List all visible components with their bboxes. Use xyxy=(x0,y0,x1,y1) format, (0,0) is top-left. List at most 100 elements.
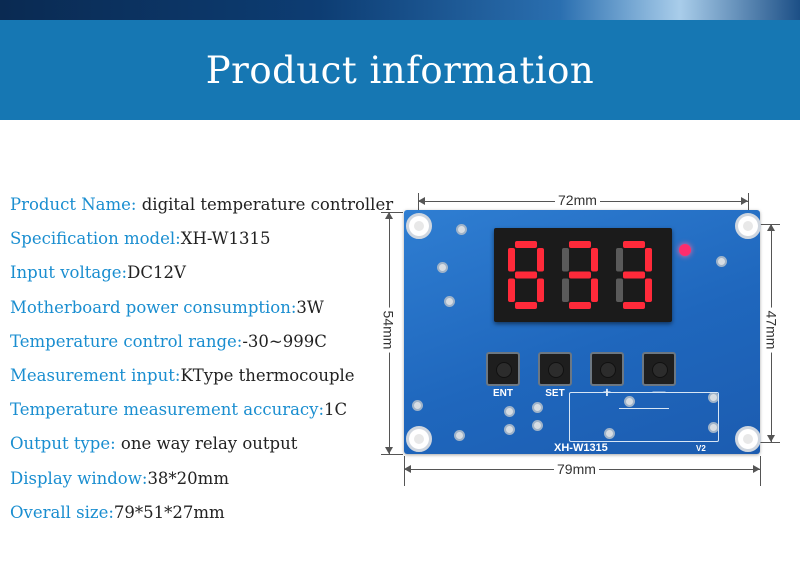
spec-row-model: Specification model:XH-W1315 xyxy=(10,224,420,258)
dimension-label-right: 47mm xyxy=(763,307,780,353)
display-segment-e xyxy=(616,278,623,302)
display-segment-e xyxy=(562,278,569,302)
solder-pad xyxy=(604,428,615,439)
spec-value: -30~999C xyxy=(242,331,327,351)
spec-label: Specification model: xyxy=(10,229,181,249)
relay-symbol xyxy=(619,408,669,428)
arrow-up-icon xyxy=(767,224,775,231)
extension-line xyxy=(760,456,761,486)
solder-pad xyxy=(532,420,543,431)
arrow-left-icon xyxy=(404,465,411,473)
extension-line xyxy=(404,456,405,486)
solder-pad xyxy=(456,224,467,235)
arrow-right-icon xyxy=(741,197,748,205)
extension-line xyxy=(748,193,749,215)
solder-pad xyxy=(444,296,455,307)
display-segment-d xyxy=(569,302,591,309)
display-segment-f xyxy=(562,248,569,272)
spec-row-display-window: Display window:38*20mm xyxy=(10,464,420,498)
minus-button-label: — xyxy=(652,384,666,399)
mounting-hole xyxy=(735,426,761,452)
extension-line xyxy=(750,442,780,443)
spec-row-overall-size: Overall size:79*51*27mm xyxy=(10,498,420,532)
display-segment-e xyxy=(508,278,515,302)
spec-row-power: Motherboard power consumption:3W xyxy=(10,293,420,327)
spec-value: 3W xyxy=(296,297,324,317)
board-version-label: V2 xyxy=(696,444,706,453)
display-segment-b xyxy=(645,248,652,272)
spec-label: Measurement input: xyxy=(10,365,181,385)
solder-pad xyxy=(437,262,448,273)
display-segment-d xyxy=(515,302,537,309)
spec-label: Input voltage: xyxy=(10,263,128,283)
solder-pad xyxy=(532,402,543,413)
display-segment-c xyxy=(645,278,652,302)
arrow-up-icon xyxy=(385,212,393,219)
spec-value: digital temperature controller xyxy=(136,195,394,214)
relay-outline xyxy=(569,392,719,442)
arrow-down-icon xyxy=(767,435,775,442)
display-segment-g xyxy=(569,271,591,279)
spec-label: Temperature control range: xyxy=(10,331,243,351)
display-segment-f xyxy=(616,248,623,272)
spec-value: 1C xyxy=(324,400,348,420)
arrow-right-icon xyxy=(753,465,760,473)
solder-pad xyxy=(716,256,727,267)
dimension-label-left: 54mm xyxy=(380,307,397,353)
mounting-hole xyxy=(406,426,432,452)
spec-value: 79*51*27mm xyxy=(113,502,225,522)
board-model-label: XH-W1315 xyxy=(554,442,608,454)
minus-button[interactable] xyxy=(642,352,676,386)
set-button-label: SET xyxy=(545,388,565,399)
dimension-label-bottom: 79mm xyxy=(554,461,599,477)
controller-board: ENT SET + — XH-W1315 V2 xyxy=(404,210,761,454)
spec-row-input-voltage: Input voltage:DC12V xyxy=(10,258,420,292)
display-segment-g xyxy=(623,271,645,279)
mounting-hole xyxy=(406,213,432,239)
display-segment-d xyxy=(623,302,645,309)
display-segment-a xyxy=(515,241,537,248)
spec-label: Temperature measurement accuracy: xyxy=(10,400,325,420)
spec-value: XH-W1315 xyxy=(180,229,271,249)
display-segment-f xyxy=(508,248,515,272)
extension-line xyxy=(381,454,403,455)
plus-button[interactable] xyxy=(590,352,624,386)
arrow-left-icon xyxy=(418,197,425,205)
dimension-label-top: 72mm xyxy=(555,192,600,208)
solder-pad xyxy=(412,400,423,411)
spec-list: Product Name: digital temperature contro… xyxy=(10,190,420,532)
spec-label: Motherboard power consumption: xyxy=(10,297,297,317)
spec-row-accuracy: Temperature measurement accuracy:1C xyxy=(10,395,420,429)
spec-row-temp-range: Temperature control range:-30~999C xyxy=(10,327,420,361)
display-segment-b xyxy=(591,248,598,272)
display-segment-c xyxy=(591,278,598,302)
display-segment-c xyxy=(537,278,544,302)
solder-pad xyxy=(504,406,515,417)
arrow-down-icon xyxy=(385,447,393,454)
display-digits xyxy=(508,241,652,309)
spec-label: Output type: xyxy=(10,434,116,454)
spec-value: DC12V xyxy=(127,263,186,283)
seven-segment-display xyxy=(494,228,672,322)
spec-value: one way relay output xyxy=(115,434,298,454)
spec-row-measurement-input: Measurement input:KType thermocouple xyxy=(10,361,420,395)
spec-row-output-type: Output type: one way relay output xyxy=(10,429,420,463)
solder-pad xyxy=(504,424,515,435)
spec-value: KType thermocouple xyxy=(180,365,355,385)
status-led-icon xyxy=(679,244,691,256)
spec-label: Overall size: xyxy=(10,502,114,522)
ent-button-label: ENT xyxy=(493,388,513,399)
spec-row-product-name: Product Name: digital temperature contro… xyxy=(10,190,420,224)
solder-pad xyxy=(454,430,465,441)
solder-pad xyxy=(624,396,635,407)
ent-button[interactable] xyxy=(486,352,520,386)
display-segment-b xyxy=(537,248,544,272)
page-title: Product information xyxy=(205,48,595,92)
spec-label: Product Name: xyxy=(10,195,137,214)
mounting-hole xyxy=(735,213,761,239)
display-segment-a xyxy=(623,241,645,248)
extension-line xyxy=(418,193,419,215)
set-button[interactable] xyxy=(538,352,572,386)
header-banner: Product information xyxy=(0,20,800,120)
display-segment-g xyxy=(515,271,537,279)
